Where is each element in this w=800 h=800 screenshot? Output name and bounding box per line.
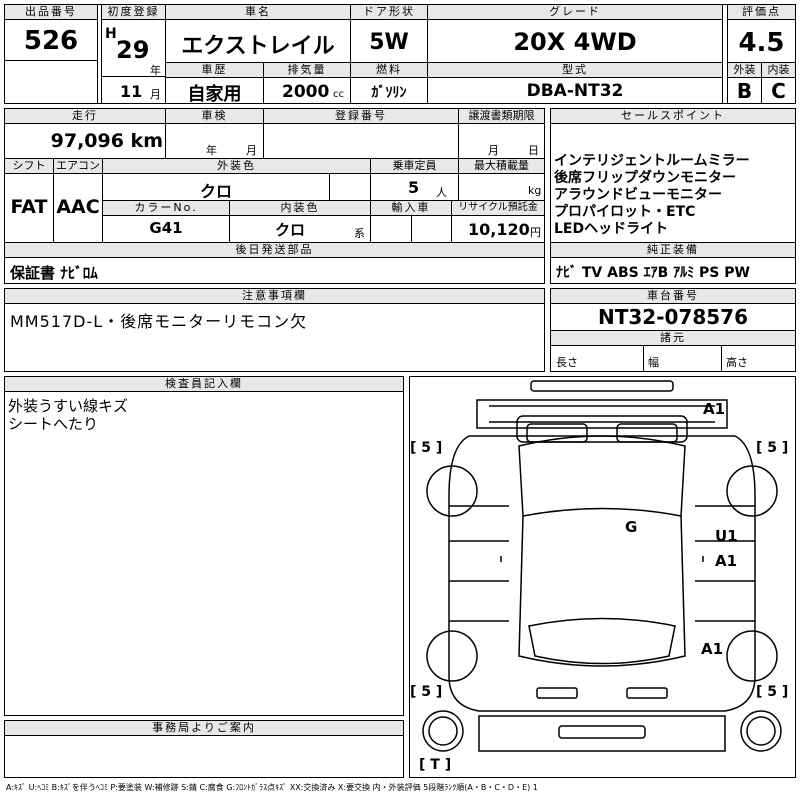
displacement: 2000 <box>282 82 330 102</box>
fuel-label: 燃料 <box>351 63 427 78</box>
color-no: G41 <box>149 219 183 237</box>
lot-number: 526 <box>23 26 79 56</box>
sales-line-4: プロパイロット・ETC <box>554 204 696 220</box>
load-label: 最大積載量 <box>459 159 544 174</box>
fuel: ｶﾞｿﾘﾝ <box>371 85 407 101</box>
mark-u1-door: U1 <box>715 527 738 545</box>
month-unit: 月 <box>150 88 161 101</box>
transfer-day-unit: 日 <box>528 144 539 157</box>
interior-grade: C <box>771 79 786 103</box>
sales-line-2: 後席フリップダウンモニター <box>554 170 736 186</box>
first-reg-month: 11 <box>120 82 143 101</box>
exterior-grade: B <box>736 79 753 103</box>
chassis-number: NT32-078576 <box>597 305 748 329</box>
year-unit: 年 <box>150 64 161 77</box>
first-reg-year: 29 <box>116 36 150 64</box>
sales-line-1: インテリジェントルームミラー <box>554 153 750 169</box>
exterior-label: 外装 <box>728 63 761 78</box>
score: 4.5 <box>738 28 785 58</box>
lot-label: 出品番号 <box>5 5 97 20</box>
inspector-block <box>4 376 404 716</box>
ac-label: エアコン <box>54 159 102 174</box>
reg-no-label: 登録番号 <box>264 109 458 124</box>
grade: 20X 4WD <box>513 28 637 56</box>
tire-front-right: [ 5 ] <box>756 440 789 456</box>
ext-color-label: 外装色 <box>103 159 370 174</box>
transfer-month-unit: 月 <box>488 144 499 157</box>
door-type: 5W <box>369 30 409 55</box>
ac: AAC <box>56 196 100 218</box>
door-label: ドア形状 <box>351 5 427 20</box>
transfer-label: 譲渡書類期限 <box>459 109 544 124</box>
header-block <box>4 4 796 104</box>
history-label: 車歴 <box>166 63 263 78</box>
notes-label: 注意事項欄 <box>5 289 544 304</box>
shift: FAT <box>10 196 48 218</box>
spec-label: 諸元 <box>551 331 795 346</box>
inspection-label: 車検 <box>166 109 263 124</box>
chassis-label: 車台番号 <box>551 289 795 304</box>
width-label: 幅 <box>648 356 659 369</box>
car-outline-diagram <box>422 380 782 752</box>
model: DBA-NT32 <box>526 81 624 101</box>
recycle-label: リサイクル預託金 <box>452 201 544 216</box>
displacement-unit: cc <box>333 89 344 100</box>
int-color: クロ <box>274 221 305 239</box>
mark-a1-front: A1 <box>703 400 726 418</box>
era: H <box>105 26 117 42</box>
inspector-line-2: シートへたり <box>8 415 99 433</box>
mark-a1-door: A1 <box>715 552 738 570</box>
length-label: 長さ <box>556 356 578 369</box>
tire-rear-right: [ 5 ] <box>756 684 789 700</box>
inspection-year-unit: 年 <box>206 144 217 157</box>
capacity-unit: 人 <box>436 186 447 199</box>
car-name-label: 車名 <box>166 5 350 20</box>
mark-g-windshield: G <box>625 518 638 536</box>
sales-point-label: セールスポイント <box>551 109 795 124</box>
car-name: エクストレイル <box>181 34 335 59</box>
inspection-month-unit: 月 <box>246 144 257 157</box>
mileage: 97,096 km <box>50 130 163 152</box>
import-label: 輸入車 <box>371 201 451 216</box>
recycle-fee: 10,120 <box>468 220 530 239</box>
first-reg-label: 初度登録 <box>102 5 165 20</box>
height-label: 高さ <box>726 356 748 369</box>
history: 自家用 <box>187 84 242 105</box>
later-parts-label: 後日発送部品 <box>5 243 544 258</box>
mark-a1-rear: A1 <box>701 640 724 658</box>
ext-color: クロ <box>199 182 232 201</box>
inspector-line-1: 外装うすい線キズ <box>8 397 129 415</box>
recycle-unit: 円 <box>530 226 541 239</box>
capacity: 5 <box>408 178 420 197</box>
later-parts: 保証書 ﾅﾋﾞﾛﾑ <box>10 264 98 282</box>
load-unit: kg <box>528 184 542 197</box>
tire-front-left: [ 5 ] <box>410 440 443 456</box>
tire-spare: [ T ] <box>419 757 452 773</box>
notes-text: MM517D-L・後席モニターリモコン欠 <box>10 312 308 331</box>
int-color-unit: 系 <box>354 227 365 240</box>
sales-line-3: アラウンドビューモニター <box>554 187 722 203</box>
sales-line-5: LEDヘッドライト <box>554 221 669 237</box>
shift-label: シフト <box>5 159 53 174</box>
color-no-label: カラーNo. <box>103 201 229 216</box>
interior-label: 内装 <box>762 63 795 78</box>
grade-label: グレード <box>428 5 722 20</box>
office-label: 事務局よりご案内 <box>5 721 403 736</box>
mileage-label: 走行 <box>5 109 165 124</box>
tire-rear-left: [ 5 ] <box>410 684 443 700</box>
inspector-label: 検査員記入欄 <box>5 377 403 392</box>
capacity-label: 乗車定員 <box>371 159 458 174</box>
model-label: 型式 <box>428 63 722 78</box>
score-label: 評価点 <box>728 5 795 20</box>
displacement-label: 排気量 <box>264 63 350 78</box>
equipment-label: 純正装備 <box>551 243 795 258</box>
int-color-label: 内装色 <box>230 201 370 216</box>
equipment: ﾅﾋﾞ TV ABS ｴｱB ｱﾙﾐ PS PW <box>556 265 750 281</box>
legend: A:ｷｽﾞ U:ﾍｺﾐ B:ｷｽﾞを伴うﾍｺﾐ P:要塗装 W:補修跡 S:錆 … <box>6 783 538 792</box>
